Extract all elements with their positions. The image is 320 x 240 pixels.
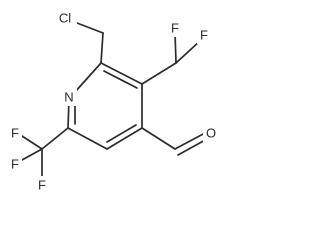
- fluorine-cf3-top-label: F: [11, 126, 19, 141]
- fluorine-cf3-left-label: F: [11, 157, 19, 172]
- fluorine-cf3-bottom-label: F: [38, 178, 46, 193]
- label-bg: [203, 124, 218, 142]
- label-bg: [8, 124, 22, 142]
- bonds: [21, 17, 208, 179]
- fluorine-chf2-left-label: F: [171, 21, 179, 36]
- label-bg: [35, 176, 49, 194]
- bond-cf3-f-left: [21, 148, 43, 161]
- label-bg: [8, 155, 22, 173]
- bond-c3-chf2: [141, 62, 177, 85]
- oxygen-label: O: [206, 126, 216, 141]
- label-bg: [61, 88, 77, 106]
- chlorine-label: Cl: [59, 11, 71, 26]
- fluorine-chf2-right-label: F: [200, 28, 208, 43]
- bond-c5-c6: [67, 127, 108, 150]
- bond-cho-o-double: [177, 138, 208, 156]
- structure-canvas: Cl N F F F F F O: [8, 9, 218, 194]
- bond-c2-c3-double: [103, 70, 138, 89]
- bond-c4-cho: [141, 127, 176, 150]
- bond-cho-o: [174, 132, 206, 150]
- atom-labels: Cl N F F F F F O: [8, 9, 218, 194]
- bond-c6-cf3: [41, 127, 69, 150]
- bond-c2-ch2: [100, 32, 104, 64]
- bond-c2-c3: [100, 62, 143, 85]
- bond-chf2-f-left: [174, 31, 177, 64]
- bond-c4-c5: [106, 127, 143, 150]
- label-bg: [53, 9, 77, 27]
- molecule-diagram: Cl N F F F F F O: [8, 9, 218, 194]
- bond-n1-c2: [74, 62, 102, 93]
- bond-c4-c5-double: [106, 124, 137, 143]
- bond-chf2-f-right: [175, 39, 202, 64]
- label-bg: [168, 19, 182, 37]
- nitrogen-label: N: [64, 90, 73, 105]
- bond-cf3-f-top: [21, 135, 43, 150]
- label-bg: [197, 26, 211, 44]
